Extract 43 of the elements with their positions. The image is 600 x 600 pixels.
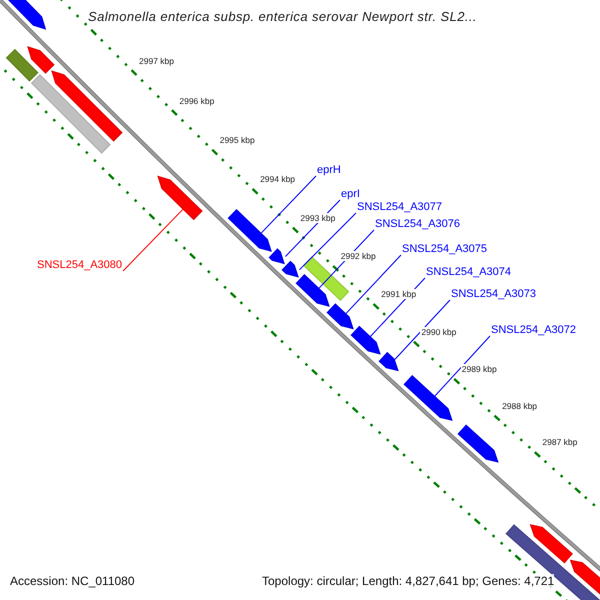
leader-line	[122, 208, 184, 272]
feature-bar	[6, 48, 39, 82]
scale-label: 2992 kbp	[340, 251, 377, 262]
gene-label: SNSL254_A3075	[402, 243, 488, 256]
scale-label: 2995 kbp	[218, 135, 256, 146]
accession-text: Accession: NC_011080	[10, 574, 135, 589]
gene-glyph	[350, 326, 381, 355]
gene-glyph	[296, 274, 330, 307]
gene-glyph	[282, 260, 299, 278]
gene-label: SNSL254_A3080	[37, 259, 122, 272]
scale-label: 2997 kbp	[138, 56, 176, 66]
scale-label: 2990 kbp	[420, 327, 458, 338]
gene-glyph	[157, 176, 203, 220]
gene-label: SNSL254_A3076	[375, 218, 460, 231]
leader-line	[434, 336, 490, 397]
scale-label: 2991 kbp	[380, 289, 418, 300]
scale-label: 2988 kbp	[501, 401, 538, 412]
leader-line	[298, 212, 356, 270]
gene-glyph	[326, 303, 354, 330]
gene-glyph	[51, 70, 123, 142]
scale-label: 2994 kbp	[259, 174, 296, 184]
scale-label: 2987 kbp	[541, 437, 578, 448]
leader-line	[394, 300, 450, 360]
gene-label: SNSL254_A3077	[357, 201, 442, 214]
genome-title: Salmonella enterica subsp. enterica serovar Newport str. SL2...	[88, 9, 477, 24]
gene-glyph	[457, 424, 499, 463]
gene-label: eprI	[341, 188, 360, 201]
feature-bar	[30, 74, 111, 154]
gene-label: SNSL254_A3073	[451, 288, 536, 301]
leader-line	[260, 176, 316, 234]
scale-label: 2996 kbp	[178, 96, 216, 106]
gene-label: SNSL254_A3074	[426, 266, 512, 279]
gene-glyph	[530, 524, 573, 564]
genome-stats-text: Topology: circular; Length: 4,827,641 bp; Genes: 4,721	[262, 574, 554, 589]
gene-glyph	[378, 352, 399, 372]
scale-label: 2989 kbp	[460, 364, 498, 374]
leader-line	[345, 254, 402, 314]
gene-glyph	[404, 375, 453, 421]
gene-glyph	[268, 248, 285, 264]
gene-glyph	[228, 208, 272, 252]
scale-label: 2993 kbp	[299, 213, 336, 224]
gene-label: eprH	[317, 164, 341, 177]
gene-label: SNSL254_A3072	[491, 324, 576, 337]
